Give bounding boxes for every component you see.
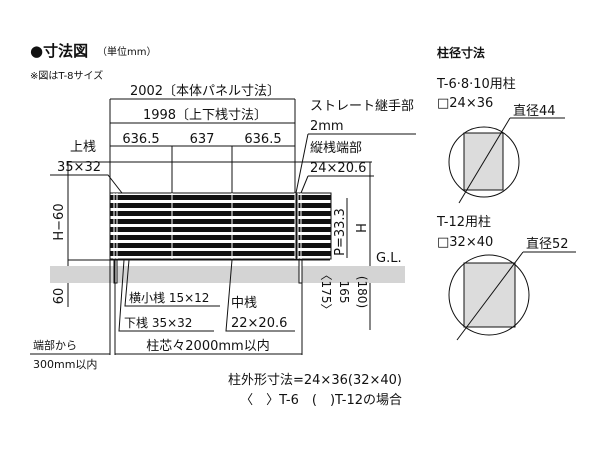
small-rail-label: 横小桟 15×12 xyxy=(129,291,209,305)
mid-rail-label: 中桟 xyxy=(231,296,257,311)
end-post-leader xyxy=(300,175,309,194)
height-label: H xyxy=(355,223,370,233)
size-note: ※図はT-8サイズ xyxy=(30,69,103,82)
ground-band xyxy=(50,266,405,283)
panel-size-label: 2002〔本体パネル寸法〕 xyxy=(130,84,280,99)
post-type-1-diameter: 直径44 xyxy=(513,104,556,119)
end-post-size: 24×20.6 xyxy=(310,161,366,176)
post-outer-note: 〈 〉T-6 ( )T-12の場合 xyxy=(240,393,402,408)
top-rail-leader xyxy=(50,174,123,194)
mid-rail-size: 22×20.6 xyxy=(231,316,287,331)
span-2: 637 xyxy=(190,132,215,147)
post-type-2-size: □32×40 xyxy=(437,235,493,250)
post-sizes-title: 柱径寸法 xyxy=(437,45,485,60)
unit-label: （単位mm） xyxy=(97,45,156,58)
joint-leader xyxy=(295,133,309,194)
end-from-label: 端部から xyxy=(33,338,77,352)
post-type-2-label: T-12用柱 xyxy=(436,215,491,230)
bottom-rail-leader xyxy=(118,259,214,332)
bottom-rail-label: 下桟 35×32 xyxy=(124,316,192,330)
post-type-1-label: T-6·8·10用柱 xyxy=(436,77,516,92)
depth-standard: 165 xyxy=(337,281,351,304)
mid-rail-leader xyxy=(225,259,295,332)
end-within-label: 300mm以内 xyxy=(33,357,97,371)
depth-t6: 〈175〉 xyxy=(319,269,333,316)
fence-panel xyxy=(109,192,332,284)
post-section-1 xyxy=(448,117,520,204)
top-rail-label: 上桟 xyxy=(70,140,96,155)
joint-size: 2mm xyxy=(310,119,344,134)
span-3: 636.5 xyxy=(244,132,281,147)
span-1: 636.5 xyxy=(122,132,159,147)
post-section-2 xyxy=(448,251,530,341)
ground-level-label: G.L. xyxy=(376,251,402,266)
end-post-label: 縦桟端部 xyxy=(310,141,362,156)
post-type-2-diameter: 直径52 xyxy=(526,237,569,252)
drawing-title: ●寸法図 xyxy=(30,42,88,60)
height-minus-label: H−60 xyxy=(52,203,67,240)
joint-label: ストレート継手部 xyxy=(310,99,414,114)
rail-size-label: 1998〔上下桟寸法〕 xyxy=(143,108,267,123)
post-type-1-size: □24×36 xyxy=(437,96,493,111)
post-outer-dimension: 柱外形寸法=24×36(32×40) xyxy=(228,373,402,388)
pitch-label: P=33.3 xyxy=(333,208,348,256)
depth-t12: (180) xyxy=(355,276,369,308)
post-pitch-label: 柱芯々2000mm以内 xyxy=(146,338,269,354)
embed-depth-label: 60 xyxy=(52,288,67,305)
small-rail-leader xyxy=(124,259,220,307)
